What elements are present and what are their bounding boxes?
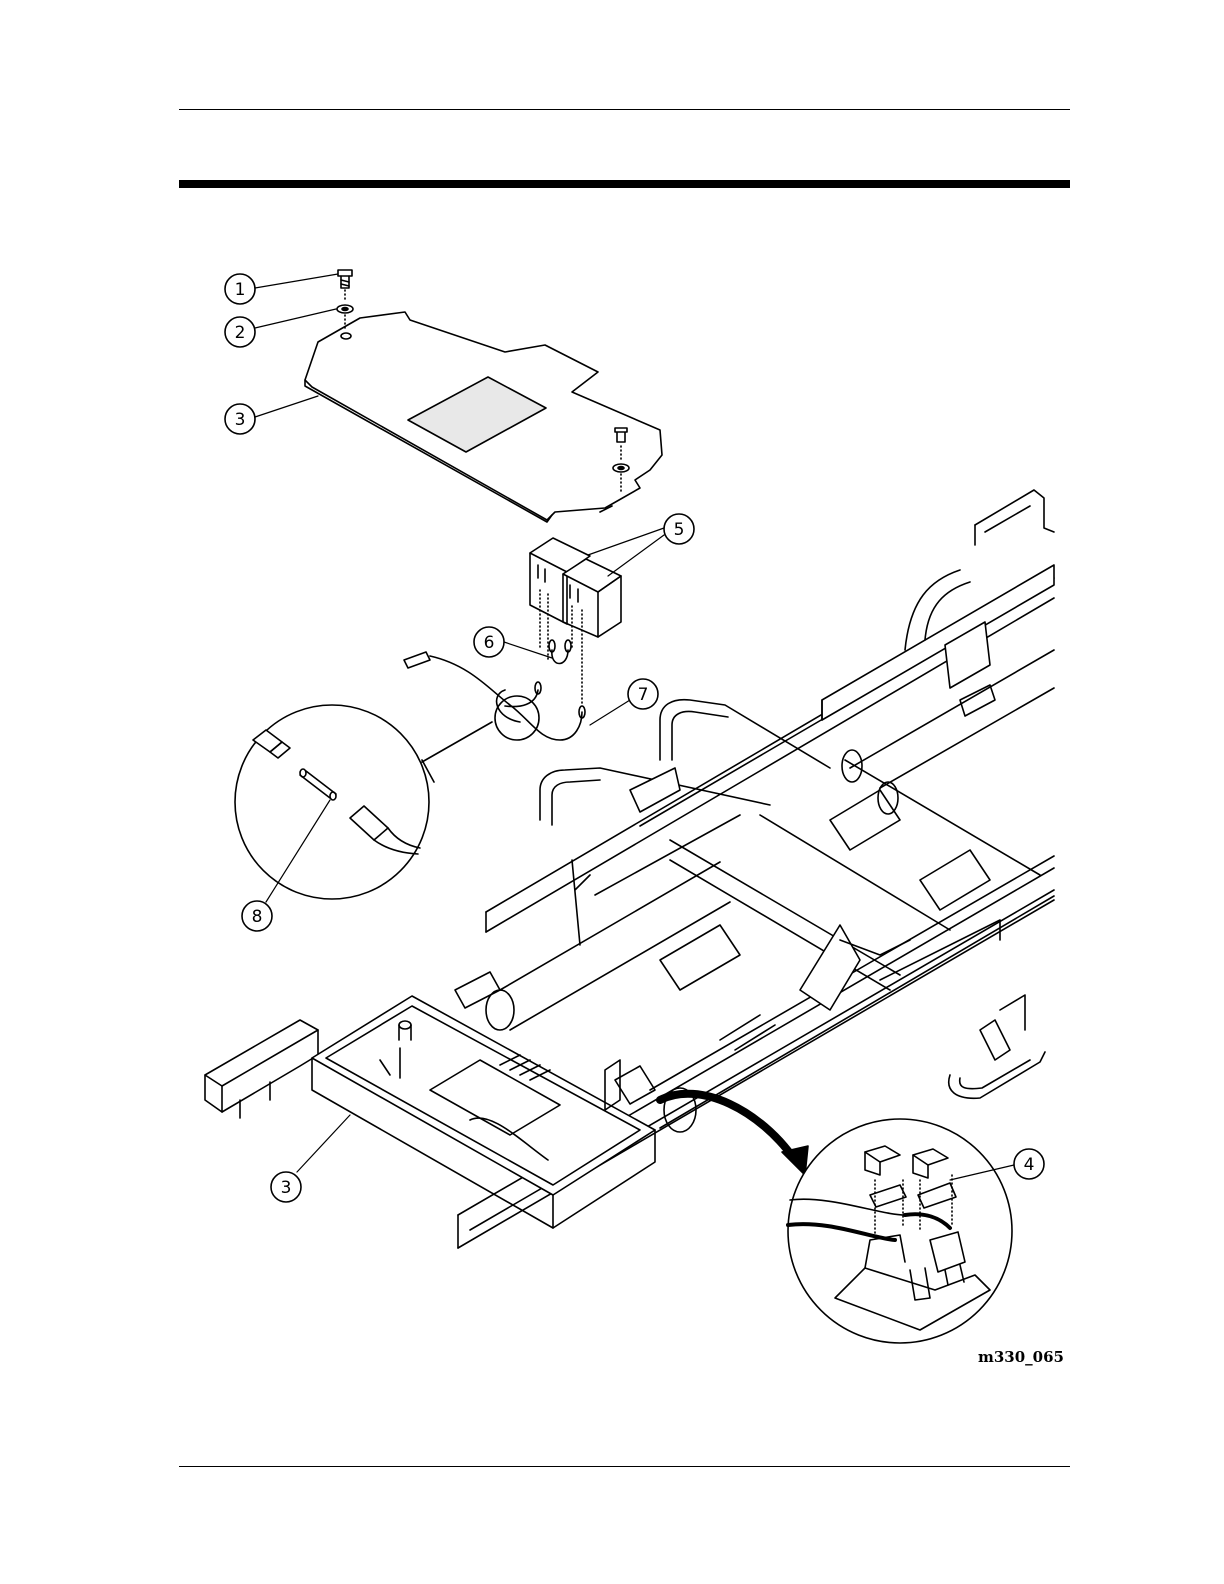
callout-2: 2 xyxy=(225,317,255,347)
footer-rule xyxy=(179,1466,1070,1467)
svg-text:1: 1 xyxy=(235,280,246,300)
figure-id: m330_065 xyxy=(978,1348,1064,1366)
callout-8: 8 xyxy=(242,901,272,931)
callout-5: 5 xyxy=(664,514,694,544)
svg-text:4: 4 xyxy=(1024,1155,1035,1175)
callout-7: 7 xyxy=(628,679,658,709)
inline-fuse-detail xyxy=(235,705,492,899)
svg-text:3: 3 xyxy=(235,410,246,430)
battery-pack xyxy=(530,538,621,705)
battery-harness xyxy=(404,652,585,740)
callout-3-control-box: 3 xyxy=(271,1172,301,1202)
svg-text:8: 8 xyxy=(252,907,263,927)
svg-text:2: 2 xyxy=(235,323,246,343)
battery-jumper xyxy=(549,640,571,664)
callout-6: 6 xyxy=(474,627,504,657)
svg-text:5: 5 xyxy=(674,520,685,540)
cover-plate xyxy=(305,312,662,522)
screw xyxy=(338,270,352,302)
callout-3-cover: 3 xyxy=(225,404,255,434)
svg-text:3: 3 xyxy=(281,1178,292,1198)
callout-4: 4 xyxy=(1014,1149,1044,1179)
svg-text:7: 7 xyxy=(638,685,649,705)
callout-1: 1 xyxy=(225,274,255,304)
svg-text:6: 6 xyxy=(484,633,495,653)
fuse-block-detail xyxy=(788,1119,1012,1343)
